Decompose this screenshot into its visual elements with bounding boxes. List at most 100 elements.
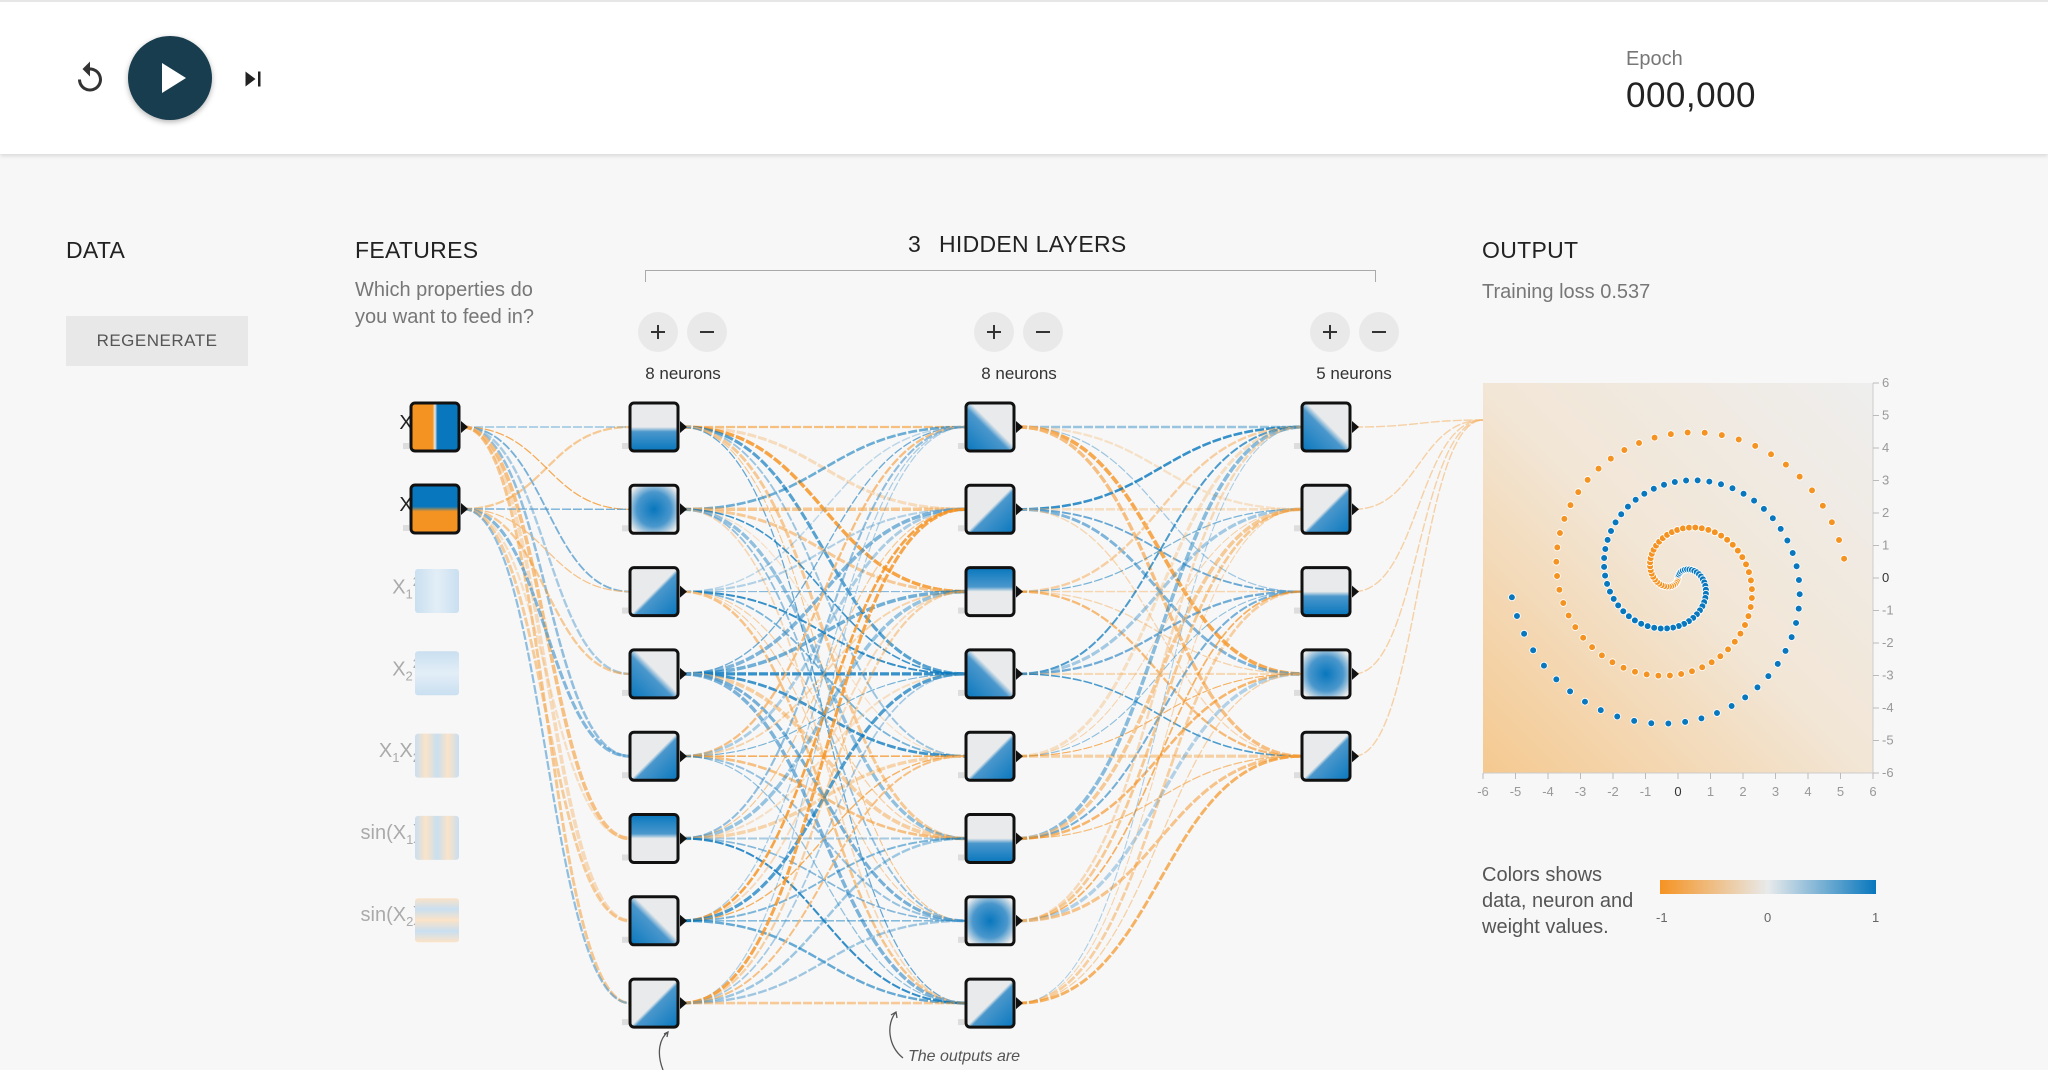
network-link — [681, 425, 967, 594]
feature-node-sin-x2[interactable] — [415, 898, 459, 943]
data-title: DATA — [66, 237, 126, 263]
hidden-neuron-l1-2[interactable] — [622, 483, 687, 535]
network-link — [462, 507, 631, 1005]
reset-icon[interactable] — [72, 60, 108, 96]
hidden-neuron-l1-5[interactable] — [622, 730, 687, 782]
play-button[interactable] — [128, 36, 212, 120]
hidden-neuron-l3-5[interactable] — [1294, 730, 1359, 782]
play-icon — [162, 63, 186, 93]
network-link — [681, 672, 967, 1005]
feature-node-x2-squared[interactable] — [415, 651, 459, 696]
hidden-neuron-l1-7[interactable] — [622, 895, 687, 947]
network-link — [681, 507, 967, 923]
legend-min: -1 — [1656, 910, 1668, 925]
hidden-neuron-l1-4[interactable] — [622, 648, 687, 700]
add-neuron-layer3-button[interactable] — [1310, 312, 1350, 352]
feature-node-x2[interactable] — [403, 483, 468, 535]
network-links — [462, 419, 1484, 1005]
remove-neuron-layer2-button[interactable] — [1023, 312, 1063, 352]
hidden-neuron-l2-8[interactable] — [958, 977, 1023, 1029]
network-link — [1017, 507, 1303, 841]
network-link — [1017, 507, 1303, 923]
network-link — [681, 590, 967, 922]
annotation-text: The outputs are — [908, 1048, 1021, 1065]
network-link — [1017, 754, 1303, 1005]
hidden-neuron-l2-2[interactable] — [958, 483, 1023, 535]
network-link — [1017, 590, 1303, 1005]
network-link — [681, 508, 967, 840]
network-link — [681, 425, 967, 511]
network-link — [681, 426, 967, 675]
network-link — [681, 507, 967, 841]
hidden-neuron-l2-6[interactable] — [958, 813, 1023, 864]
hidden-neuron-l1-8[interactable] — [622, 977, 687, 1029]
network-link — [462, 507, 631, 676]
feature-node-sin-x1[interactable] — [415, 815, 459, 860]
network-link — [681, 426, 967, 922]
hidden-layers-title: HIDDEN LAYERS — [939, 231, 1127, 257]
top-bar: Epoch 000,000 — [0, 0, 2048, 154]
network-link — [681, 590, 967, 758]
features-subtitle: Which properties do you want to feed in? — [355, 277, 534, 331]
network-link — [1353, 419, 1484, 510]
annotation-arrow — [658, 1031, 669, 1070]
network-link — [1017, 425, 1303, 841]
network-link — [1353, 419, 1484, 428]
hidden-neuron-l3-3[interactable] — [1294, 566, 1359, 618]
network-link — [1017, 425, 1303, 758]
network-link — [1017, 590, 1303, 840]
network-link — [681, 919, 967, 1005]
network-link — [1017, 425, 1303, 511]
hidden-neuron-l1-3[interactable] — [622, 566, 687, 618]
hidden-neuron-l2-5[interactable] — [958, 730, 1023, 782]
network-link — [681, 426, 967, 593]
network-link — [1353, 419, 1484, 593]
color-scale-bar — [1660, 880, 1876, 894]
network-link — [681, 590, 967, 1005]
network-link — [681, 425, 967, 758]
network-link — [681, 507, 967, 1005]
network-link — [681, 425, 967, 840]
legend-line3: weight values. — [1482, 916, 1609, 938]
network-link — [681, 672, 967, 923]
network-link — [681, 590, 967, 758]
hidden-neuron-l2-4[interactable] — [958, 648, 1023, 700]
hidden-neuron-l2-1[interactable] — [958, 401, 1023, 453]
network-link — [1017, 754, 1303, 923]
hidden-neuron-l2-3[interactable] — [958, 566, 1023, 618]
hidden-neuron-l3-1[interactable] — [1294, 401, 1359, 453]
remove-neuron-layer1-button[interactable] — [687, 312, 727, 352]
color-legend-text: Colors shows data, neuron and weight val… — [1482, 862, 1633, 940]
add-neuron-layer2-button[interactable] — [974, 312, 1014, 352]
add-neuron-layer1-button[interactable] — [638, 312, 678, 352]
network-link — [462, 508, 631, 593]
hidden-neuron-l3-2[interactable] — [1294, 483, 1359, 535]
hidden-neuron-l1-1[interactable] — [622, 401, 687, 453]
network-link — [462, 507, 631, 840]
network-link — [1017, 425, 1303, 675]
features-subtitle-line2: you want to feed in? — [355, 306, 535, 328]
hidden-layer-count: 3 — [908, 231, 921, 257]
network-link — [681, 837, 967, 1005]
feature-node-x1x2[interactable] — [415, 733, 459, 778]
legend-line1: Colors shows — [1482, 864, 1603, 886]
remove-neuron-layer3-button[interactable] — [1359, 312, 1399, 352]
regenerate-button[interactable]: REGENERATE — [66, 316, 248, 366]
hidden-neuron-l3-4[interactable] — [1294, 648, 1359, 700]
annotation-arrow — [889, 1011, 904, 1059]
hidden-neuron-l2-7[interactable] — [958, 895, 1023, 947]
network-link — [1353, 419, 1484, 675]
network-link — [681, 837, 967, 1005]
layer2-neuron-count: 8 neurons — [981, 364, 1057, 383]
plus-icon — [987, 325, 1001, 339]
network-link — [1017, 507, 1303, 676]
hidden-neuron-l1-6[interactable] — [622, 813, 687, 864]
step-forward-icon[interactable] — [238, 64, 268, 94]
feature-node-x1-squared[interactable] — [415, 569, 459, 613]
network-link — [1017, 508, 1303, 1004]
network-link — [1017, 507, 1303, 676]
network-link — [462, 425, 631, 758]
network-link — [1017, 425, 1303, 923]
epoch-value: 000,000 — [1626, 76, 1757, 115]
feature-node-x1[interactable] — [403, 401, 468, 453]
